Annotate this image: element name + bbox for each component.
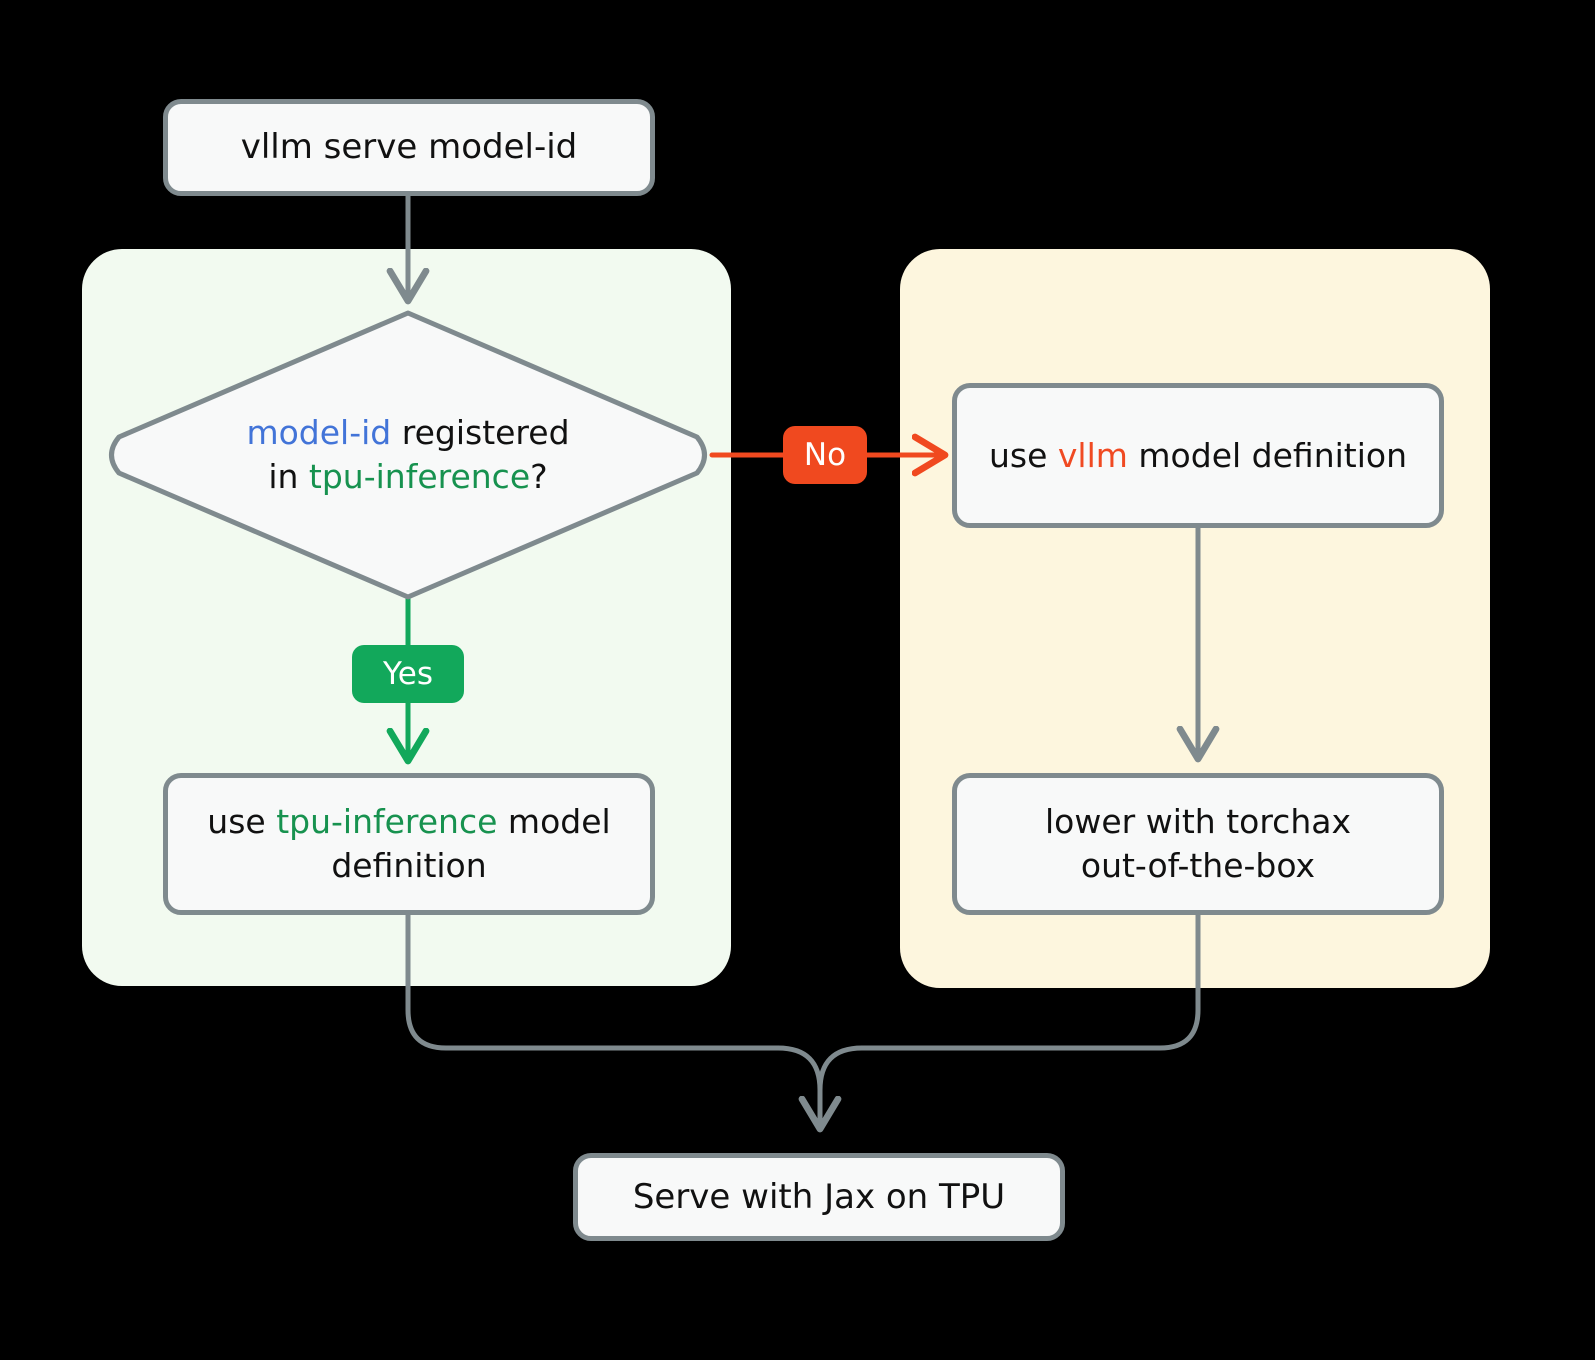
node-vllm-label: use vllm model definition: [973, 434, 1423, 478]
badge-no-label: No: [803, 437, 847, 473]
tpu-text-post: model definition: [331, 802, 611, 885]
torchax-text-line1: lower with torchax: [1045, 802, 1351, 842]
node-end-label: Serve with Jax on TPU: [632, 1176, 1006, 1217]
torchax-text-line2: out-of-the-box: [1080, 846, 1316, 885]
edge-tpu-to-end: [405, 912, 820, 1128]
node-decision[interactable]: model-id registered in tpu-inference?: [104, 313, 712, 597]
tpu-text-keyword: tpu-inference: [276, 802, 498, 842]
tpu-text-pre: use: [207, 802, 277, 842]
decision-text-question: ?: [530, 457, 548, 496]
node-lower-with-torchax[interactable]: lower with torchax out-of-the-box: [952, 773, 1444, 915]
decision-diamond-shape: [109, 310, 707, 600]
node-start-label: vllm serve model-id: [240, 127, 578, 168]
badge-no: No: [783, 426, 867, 484]
decision-text-tpu-inference: tpu-inference: [308, 457, 531, 496]
decision-text-in: in: [268, 457, 309, 496]
decision-text-registered: registered: [391, 412, 570, 452]
node-decision-label: model-id registered in tpu-inference?: [246, 411, 569, 499]
badge-yes: Yes: [352, 645, 464, 703]
vllm-text-post: model definition: [1127, 435, 1407, 475]
node-use-vllm-model-definition[interactable]: use vllm model definition: [952, 383, 1444, 528]
decision-text-model-id: model-id: [246, 412, 392, 452]
vllm-text-pre: use: [989, 435, 1058, 475]
vllm-text-keyword: vllm: [1057, 435, 1128, 475]
badge-yes-label: Yes: [382, 656, 434, 692]
node-torchax-label: lower with torchax out-of-the-box: [1029, 800, 1367, 887]
edge-torchax-to-end: [817, 912, 1201, 1131]
node-serve-with-jax-on-tpu[interactable]: Serve with Jax on TPU: [573, 1153, 1065, 1241]
node-tpu-label: use tpu-inference model definition: [168, 800, 650, 887]
node-use-tpu-inference-model-definition[interactable]: use tpu-inference model definition: [163, 773, 655, 915]
node-start[interactable]: vllm serve model-id: [163, 99, 655, 196]
